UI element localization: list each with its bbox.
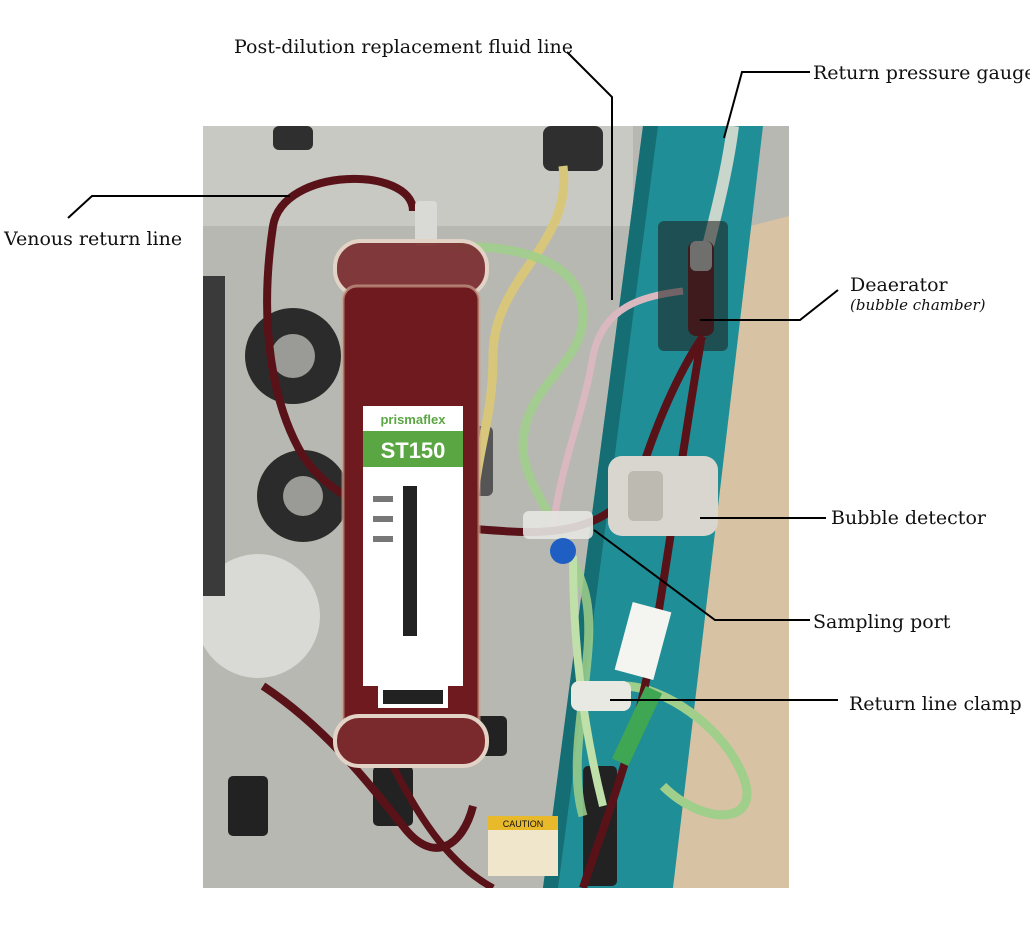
pump-roller: [203, 554, 320, 678]
dialysis-machine-photo: CAUTION: [203, 126, 789, 888]
label-deaerator-sub: (bubble chamber): [850, 296, 986, 314]
filter-brand: prismaflex: [380, 412, 446, 427]
label-bubble-detector: Bubble detector: [831, 507, 986, 529]
green-line-loop: [622, 681, 752, 820]
sampling-port-cap: [550, 538, 576, 564]
filter-inlet-connector: [415, 201, 437, 246]
label-return-clamp: Return line clamp: [849, 693, 1022, 715]
label-venous-return: Venous return line: [4, 228, 183, 250]
post-dilution-line: [549, 287, 684, 527]
label-deaerator: Deaerator: [850, 274, 948, 296]
sampling-port: [523, 511, 593, 539]
return-line-clamp: [571, 681, 631, 711]
filter-model: ST150: [381, 438, 446, 463]
label-return-pressure: Return pressure gauge: [813, 62, 1030, 84]
caution-label: CAUTION: [503, 819, 544, 829]
label-sampling-port: Sampling port: [813, 611, 951, 633]
label-deaerator-group: Deaerator (bubble chamber): [850, 274, 986, 314]
label-post-dilution: Post-dilution replacement fluid line: [234, 36, 574, 58]
